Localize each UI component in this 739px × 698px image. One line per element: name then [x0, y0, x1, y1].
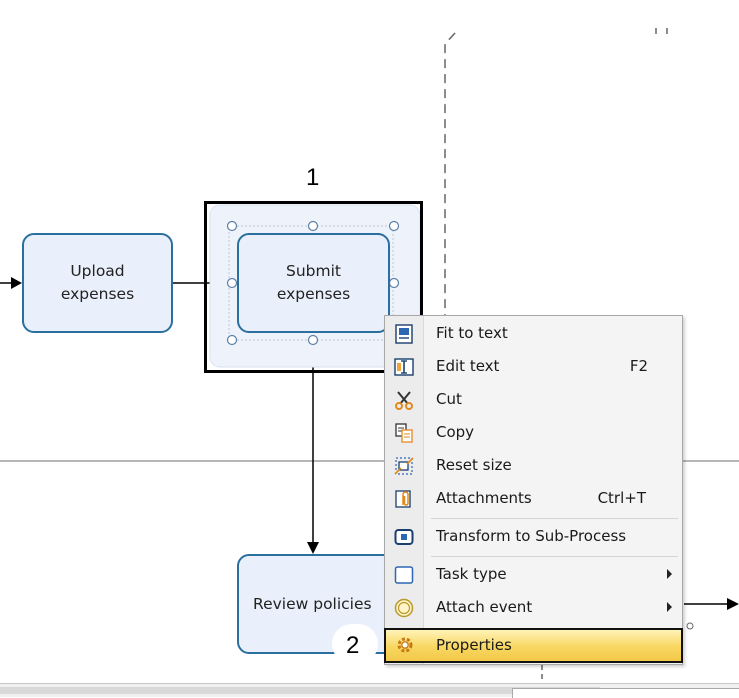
menu-item-attach-event[interactable]: Attach event: [386, 592, 682, 623]
horizontal-scrollbar[interactable]: [0, 683, 739, 698]
menu-item-shortcut: Ctrl+T: [597, 489, 646, 507]
menu-item-shortcut: F2: [629, 357, 648, 375]
task-label: Submit expenses: [276, 262, 351, 303]
menu-item-copy[interactable]: Copy: [386, 417, 682, 448]
menu-item-label: Attach event: [436, 598, 533, 616]
menu-item-properties[interactable]: Properties: [384, 628, 683, 663]
subprocess-icon: [394, 529, 414, 545]
task-label: Upload expenses: [60, 262, 135, 303]
menu-item-edit-text[interactable]: Edit text F2: [386, 351, 682, 382]
menu-item-label: Transform to Sub-Process: [436, 527, 627, 545]
callout-frame-1: [204, 201, 423, 373]
task-type-icon: [394, 566, 414, 584]
menu-item-cut[interactable]: Cut: [386, 384, 682, 415]
copy-icon: [395, 423, 413, 443]
gear-icon: [397, 637, 413, 653]
resize-handles: [226, 220, 400, 346]
callout-number-2: 2: [346, 632, 360, 659]
menu-item-label: Fit to text: [436, 324, 508, 342]
menu-separator: [431, 556, 678, 557]
menu-item-label: Copy: [436, 423, 475, 441]
menu-item-label: Properties: [436, 636, 512, 654]
dashed-boundary: [444, 32, 456, 316]
menu-item-attachments[interactable]: Attachments Ctrl+T: [386, 483, 682, 514]
callout-number-1: 1: [306, 164, 320, 191]
menu-item-label: Task type: [436, 565, 507, 583]
menu-item-label: Cut: [436, 390, 462, 408]
menu-item-label: Attachments: [436, 489, 532, 507]
submenu-arrow-icon: [667, 602, 672, 612]
menu-item-reset-size[interactable]: Reset size: [386, 450, 682, 481]
task-label: Review policies: [253, 594, 372, 613]
task-submit-expenses[interactable]: Submit expenses: [237, 233, 390, 333]
menu-item-label: Edit text: [436, 357, 500, 375]
paperclip-icon: [395, 490, 411, 508]
menu-separator: [431, 518, 678, 519]
callout-badge-2: [332, 624, 378, 664]
submenu-arrow-icon: [667, 569, 672, 579]
menu-item-transform-to-subprocess[interactable]: Transform to Sub-Process: [386, 521, 682, 552]
scissors-icon: [395, 391, 413, 410]
fit-to-text-icon: [395, 324, 413, 344]
event-icon: [394, 598, 414, 618]
menu-item-task-type[interactable]: Task type: [386, 559, 682, 590]
reset-size-icon: [394, 457, 414, 475]
task-upload-expenses[interactable]: Upload expenses: [22, 233, 173, 333]
menu-item-fit-to-text[interactable]: Fit to text: [386, 318, 682, 349]
context-menu: Fit to text Edit text F2 Cut: [384, 315, 683, 665]
edit-text-icon: [394, 358, 414, 376]
menu-item-label: Reset size: [436, 456, 512, 474]
